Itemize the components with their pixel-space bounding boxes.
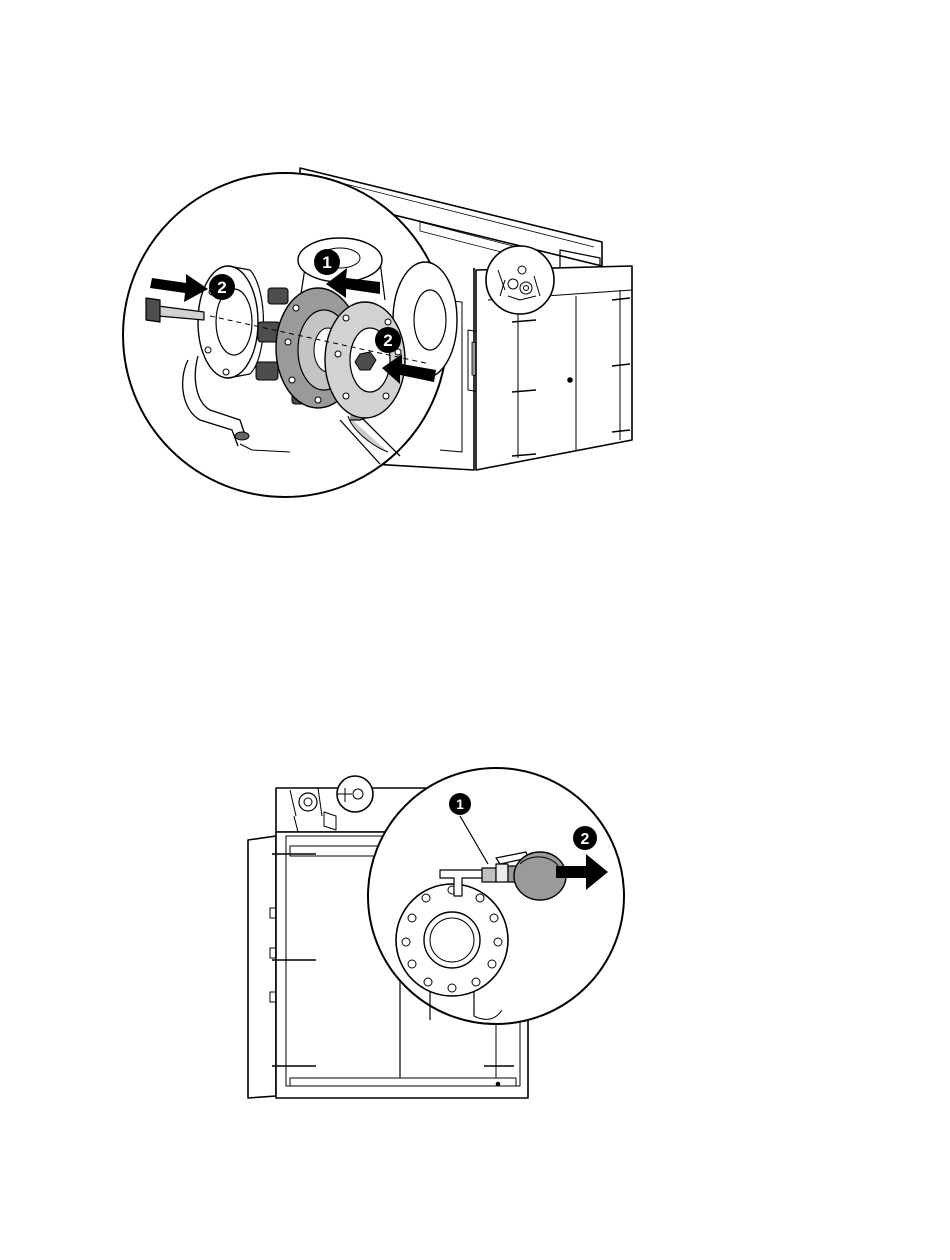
callout-2-right: 2: [375, 327, 401, 353]
unit-left-panel: [248, 836, 276, 1098]
svg-text:1: 1: [322, 253, 331, 272]
svg-text:2: 2: [217, 278, 226, 297]
callout-1: 1: [449, 793, 471, 815]
callout-2: 2: [573, 826, 597, 850]
callout-2-left: 2: [209, 274, 235, 300]
valve-cap-removal-figure: 1 2: [0, 620, 950, 1260]
bolt-head: [146, 298, 160, 322]
flange-installation-figure: 1 2 2: [0, 0, 950, 620]
magnified-detail-circle: [368, 768, 624, 1024]
valve-cap-removal-drawing: 1 2: [0, 620, 950, 1260]
callout-1: 1: [314, 249, 340, 275]
flange-installation-drawing: 1 2 2: [0, 0, 950, 620]
svg-text:1: 1: [456, 796, 464, 812]
ball-valve: [496, 864, 508, 882]
svg-text:2: 2: [581, 831, 590, 848]
svg-text:2: 2: [383, 331, 392, 350]
detail-locator-circle: [486, 246, 554, 314]
